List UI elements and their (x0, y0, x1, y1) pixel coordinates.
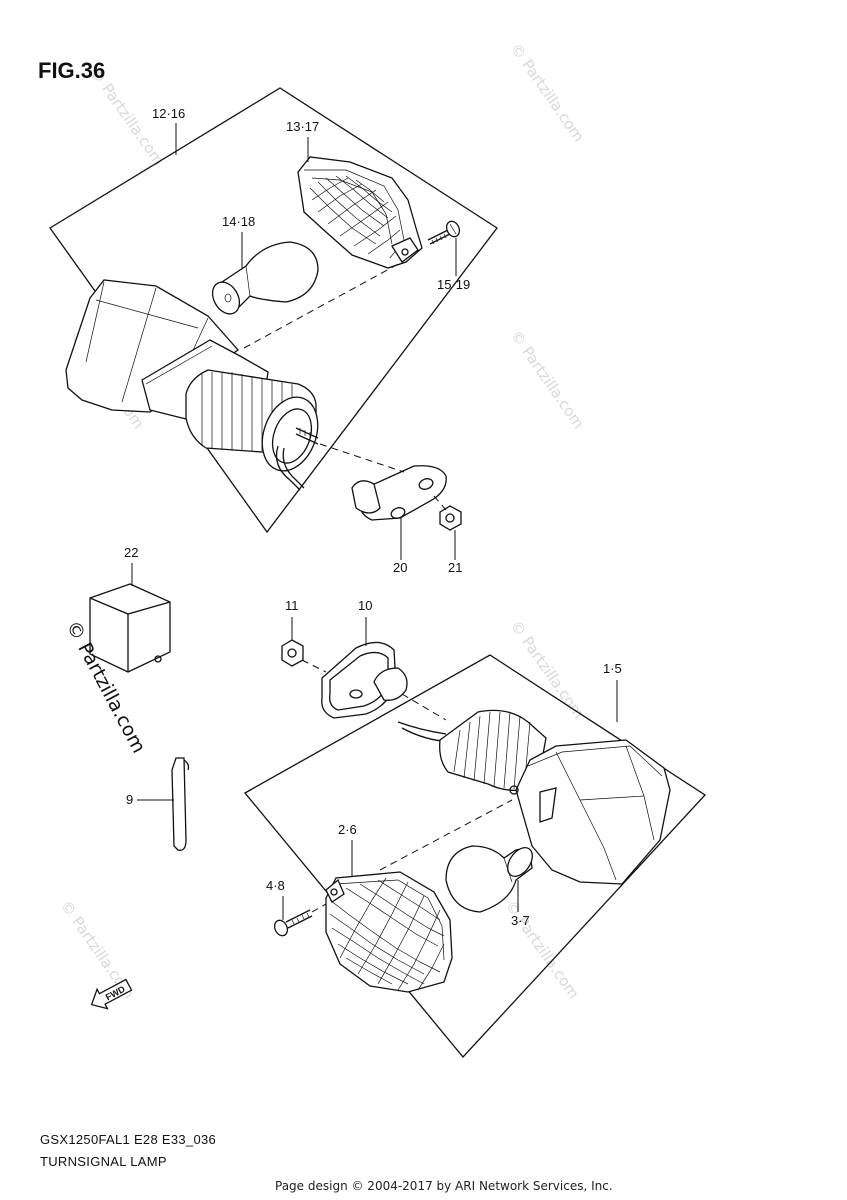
lower-grommet-part (321, 641, 408, 719)
callout-2-6: 2·6 (338, 822, 357, 837)
lower-turnsignal-assembly (244, 654, 706, 1058)
callout-11: 11 (285, 598, 299, 613)
upper-bulb-part (211, 241, 319, 315)
upper-nut-part (439, 505, 462, 531)
upper-assembly-line (243, 261, 447, 511)
callout-15-19: 15·19 (437, 277, 470, 292)
watermark-5: © Partzilla.com (507, 617, 588, 722)
lower-nut-part (281, 639, 304, 667)
relay-part (89, 583, 171, 673)
callout-10: 10 (358, 598, 372, 613)
clamp-part (171, 757, 190, 851)
lower-assembly-line-1 (301, 659, 447, 721)
callout-21: 21 (448, 560, 462, 575)
upper-housing-part (65, 279, 319, 491)
callout-1-5: 1·5 (603, 661, 622, 676)
lower-assembly-line-2 (311, 799, 513, 913)
figure-number: FIG.36 (38, 58, 105, 83)
lower-bulb-part (445, 845, 533, 913)
callout-4-8: 4·8 (266, 878, 285, 893)
callout-13-17: 13·17 (286, 119, 319, 134)
figure-title: TURNSIGNAL LAMP (40, 1154, 167, 1169)
upper-screw-part (427, 220, 461, 245)
page-credit: Page design © 2004-2017 by ARI Network S… (275, 1179, 613, 1193)
model-code: GSX1250FAL1 E28 E33_036 (40, 1132, 216, 1147)
callout-9: 9 (126, 792, 133, 807)
callout-12-16: 12·16 (152, 106, 185, 121)
lower-screw-part (273, 909, 313, 937)
callout-20: 20 (393, 560, 407, 575)
upper-lens-part (297, 156, 423, 269)
upper-turnsignal-assembly (49, 87, 498, 534)
watermark-2: © Partzilla.com (507, 40, 588, 145)
callout-14-18: 14·18 (222, 214, 255, 229)
upper-grommet-part (351, 465, 447, 521)
lower-lens-part (325, 871, 453, 993)
lower-housing-part (397, 709, 671, 885)
watermark-4: © Partzilla.com (507, 327, 588, 432)
callout-3-7: 3·7 (511, 913, 530, 928)
callout-22: 22 (124, 545, 138, 560)
